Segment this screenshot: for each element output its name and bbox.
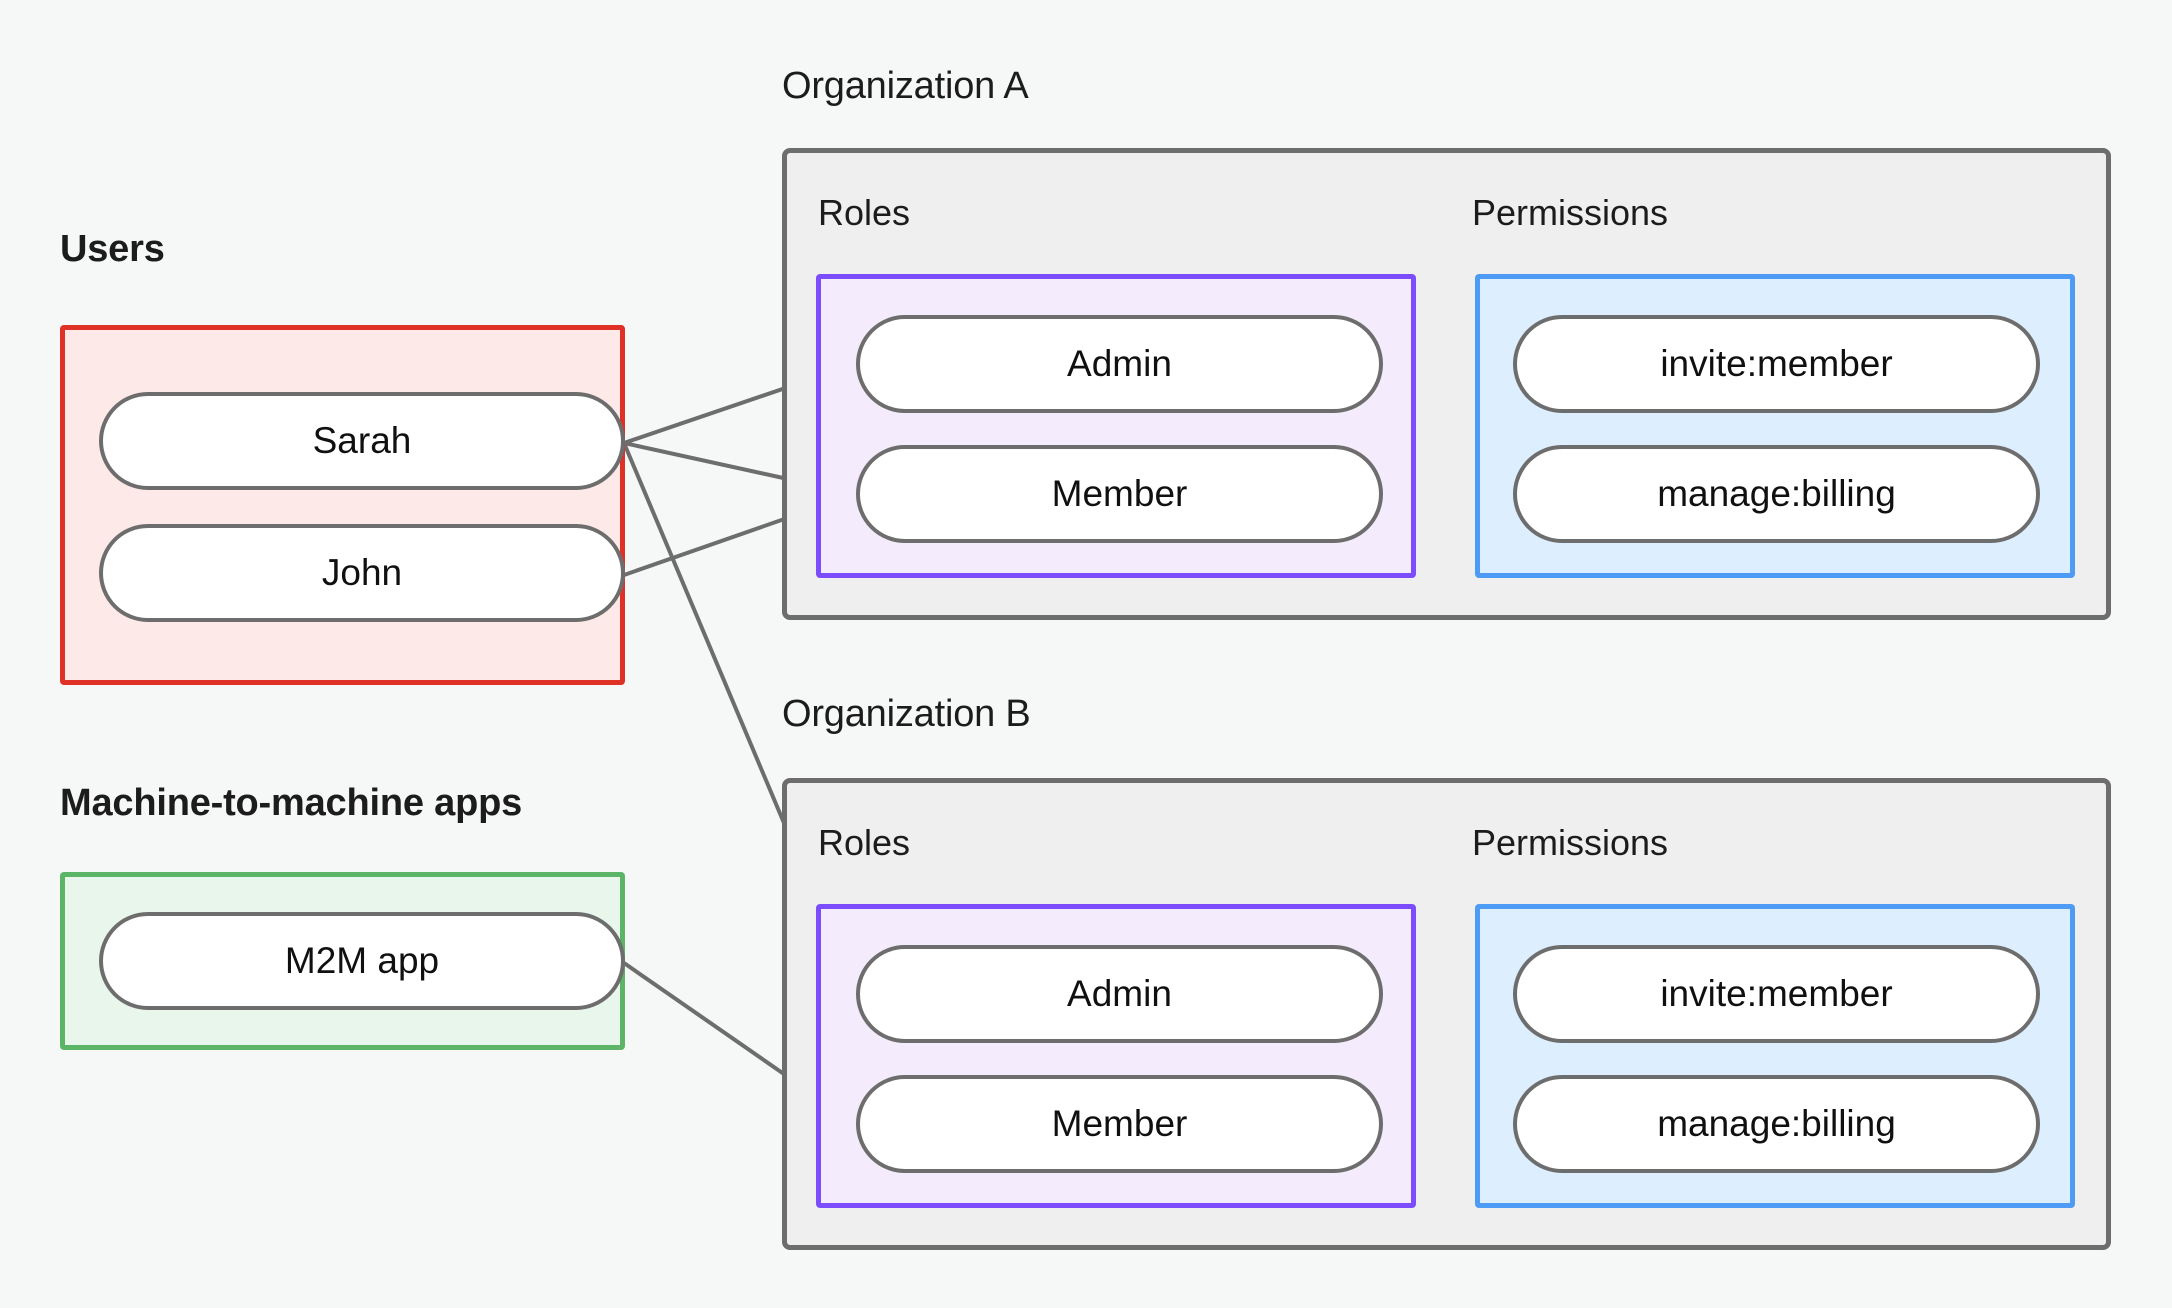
- org-b-permission-invite-member-label: invite:member: [1660, 973, 1893, 1014]
- org-b-roles-label: Roles: [818, 822, 911, 863]
- user-node-john[interactable]: John: [99, 524, 625, 622]
- org-b-permission-manage-billing-label: manage:billing: [1657, 1103, 1896, 1144]
- org-b-permission-invite-member[interactable]: invite:member: [1513, 945, 2040, 1043]
- org-b-permissions-label: Permissions: [1472, 822, 1669, 863]
- org-a-role-admin[interactable]: Admin: [856, 315, 1383, 413]
- m2m-group-title: Machine-to-machine apps: [60, 782, 523, 824]
- users-group-title: Users: [60, 228, 165, 270]
- org-a-role-member-label: Member: [1051, 473, 1188, 514]
- user-node-sarah-label: Sarah: [312, 420, 412, 461]
- org-a-permission-manage-billing-label: manage:billing: [1657, 473, 1896, 514]
- org-a-permission-invite-member-label: invite:member: [1660, 343, 1893, 384]
- org-b-role-admin-label: Admin: [1067, 973, 1172, 1014]
- user-node-sarah[interactable]: Sarah: [99, 392, 625, 490]
- m2m-node-app-label: M2M app: [284, 940, 440, 981]
- org-b-role-member-label: Member: [1051, 1103, 1188, 1144]
- org-b-role-member[interactable]: Member: [856, 1075, 1383, 1173]
- org-a-role-admin-label: Admin: [1067, 343, 1172, 384]
- users-container: [60, 325, 625, 685]
- m2m-node-app[interactable]: M2M app: [99, 912, 625, 1010]
- org-a-title: Organization A: [782, 65, 1029, 107]
- org-b-role-admin[interactable]: Admin: [856, 945, 1383, 1043]
- user-node-john-label: John: [321, 552, 403, 593]
- org-a-role-member[interactable]: Member: [856, 445, 1383, 543]
- org-b-permission-manage-billing[interactable]: manage:billing: [1513, 1075, 2040, 1173]
- org-a-roles-label: Roles: [818, 192, 911, 233]
- org-a-permission-manage-billing[interactable]: manage:billing: [1513, 445, 2040, 543]
- org-a-permissions-label: Permissions: [1472, 192, 1669, 233]
- org-a-permission-invite-member[interactable]: invite:member: [1513, 315, 2040, 413]
- org-b-title: Organization B: [782, 693, 1031, 735]
